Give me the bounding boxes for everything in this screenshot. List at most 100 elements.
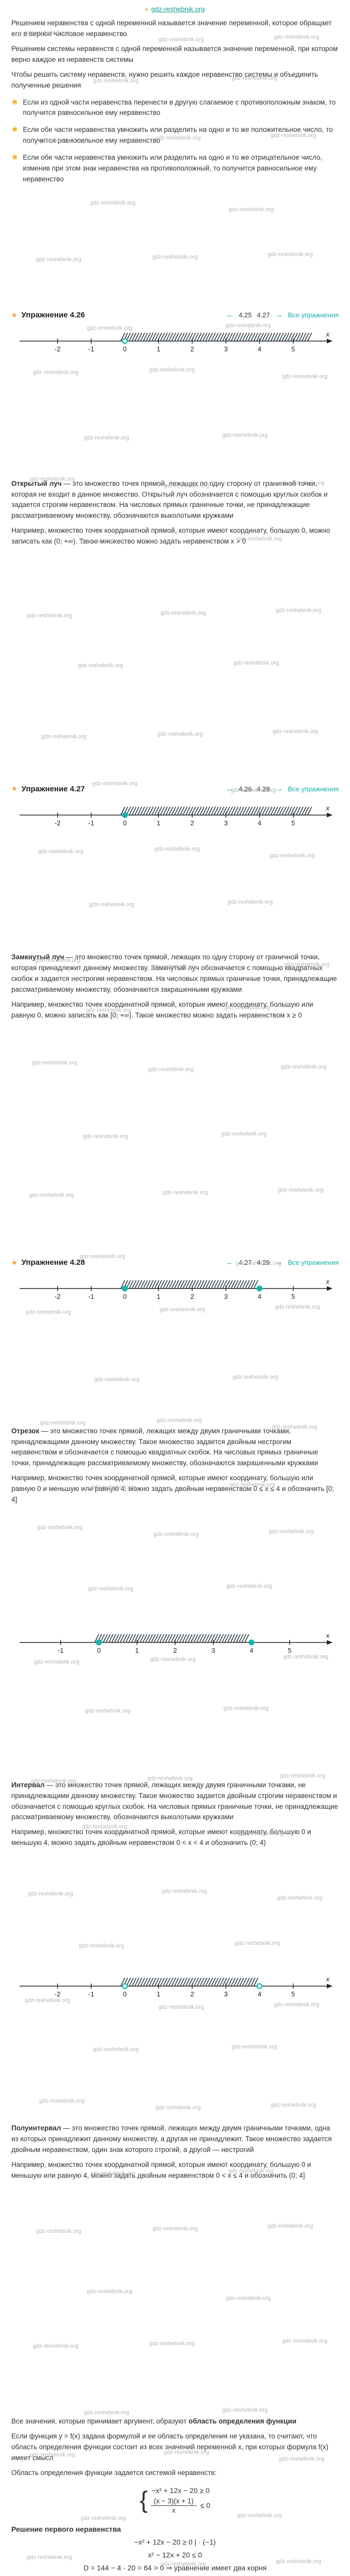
prev-exercise-link[interactable]: 4.27 — [238, 1259, 252, 1267]
prev-exercise-arrow-icon[interactable]: ← — [225, 1258, 234, 1267]
next-exercise-arrow-icon[interactable]: → — [275, 311, 283, 320]
concept-definition: Интервал — это множество точек прямой, л… — [11, 1780, 339, 1823]
concept-term: Открытый луч — [11, 479, 62, 487]
svg-text:2: 2 — [190, 1990, 194, 1998]
fraction: (x − 3)(x + 1)x — [150, 2497, 197, 2514]
exercise-428-header: ★ Упражнение 4.28 ← 4.27 4.29 → Все упра… — [11, 1258, 339, 1267]
intro-paragraph-1: Решением неравенства с одной переменной … — [11, 19, 332, 38]
concept-example: Например, множество точек координатной п… — [11, 2160, 311, 2179]
open-ray-section: Открытый луч — это множество точек прямо… — [11, 474, 339, 552]
concept-term: Интервал — [11, 1781, 45, 1789]
math-line: −x² + 12x − 20 ≥ 0 | · (−1) — [134, 2537, 216, 2546]
svg-text:x: x — [326, 1278, 330, 1285]
next-exercise-link[interactable]: 4.27 — [257, 311, 270, 319]
svg-text:1: 1 — [156, 1293, 160, 1300]
all-exercises-link[interactable]: Все упражнения — [288, 1259, 339, 1267]
concept-term: Замкнутый луч — [11, 953, 64, 961]
inequality-system: { −x² + 12x − 20 ≥ 0 (x − 3)(x + 1)x ≤ 0 — [11, 2484, 339, 2517]
system-intro: Область определения функции задается сис… — [11, 2468, 217, 2477]
concept-definition-text: — это множество точек прямой, лежащих по… — [11, 479, 328, 520]
svg-text:x: x — [326, 330, 330, 338]
top-bar: ● gdz-reshebnik.org — [11, 0, 339, 14]
exercise-icon: ★ — [11, 1258, 18, 1266]
svg-text:5: 5 — [291, 345, 295, 353]
exercise-title-group: ★ Упражнение 4.27 — [11, 785, 85, 793]
next-exercise-link[interactable]: 4.29 — [257, 1259, 270, 1267]
svg-text:3: 3 — [224, 1293, 227, 1300]
system-rows: −x² + 12x − 20 ≥ 0 (x − 3)(x + 1)x ≤ 0 — [150, 2484, 211, 2517]
svg-text:5: 5 — [288, 1647, 291, 1654]
rule-item-3: ∗ Если обе части неравенства умножить ил… — [11, 152, 339, 185]
svg-text:-2: -2 — [55, 345, 61, 353]
site-link[interactable]: gdz-reshebnik.org — [151, 5, 205, 13]
exercise-title-group: ★ Упражнение 4.26 — [11, 311, 85, 319]
rule-item-1: ∗ Если из одной части неравенства перене… — [11, 97, 339, 119]
solution-section: Все значения, которые принимает аргумент… — [11, 2412, 339, 2576]
svg-text:1: 1 — [156, 819, 160, 827]
exercise-427-header: ★ Упражнение 4.27 ← 4.26 4.28 → Все упра… — [11, 785, 339, 793]
segment-section: Отрезок — это множество точек прямой, ле… — [11, 1422, 339, 1510]
exercise-nav: ← 4.25 4.27 → Все упражнения — [226, 311, 339, 319]
concept-definition: Полуинтервал — это множество точек прямо… — [11, 2123, 339, 2156]
svg-text:4: 4 — [258, 1293, 261, 1300]
svg-text:-1: -1 — [88, 345, 94, 353]
next-exercise-link[interactable]: 4.28 — [257, 785, 270, 793]
all-exercises-link[interactable]: Все упражнения — [288, 785, 339, 793]
concept-definition: Отрезок — это множество точек прямой, ле… — [11, 1426, 339, 1469]
exercise-title-group: ★ Упражнение 4.28 — [11, 1258, 85, 1267]
concept-definition-text: — это множество точек прямой, лежащих по… — [11, 953, 337, 993]
rule-text: Если из одной части неравенства перенест… — [23, 98, 336, 117]
svg-text:-2: -2 — [55, 1990, 61, 1998]
svg-text:-1: -1 — [88, 1293, 94, 1300]
exercise-title: Упражнение 4.28 — [21, 1258, 85, 1267]
domain-note: Если функция y = f(x) задана формулой и … — [11, 2432, 328, 2462]
svg-text:-1: -1 — [88, 819, 94, 827]
first-inequality-heading: Решение первого неравенства — [11, 2524, 121, 2533]
closed-ray-section: Замкнутый луч — это множество точек прям… — [11, 948, 339, 1025]
svg-text:4: 4 — [250, 1647, 253, 1654]
svg-text:0: 0 — [123, 819, 127, 827]
system-brace: { — [139, 2486, 148, 2513]
svg-text:3: 3 — [212, 1647, 215, 1654]
domain-definition-term: область определения функции — [188, 2417, 296, 2426]
svg-text:2: 2 — [190, 819, 194, 827]
svg-text:2: 2 — [190, 1293, 194, 1300]
exercise-nav: ← 4.26 4.28 → Все упражнения — [226, 785, 339, 793]
all-exercises-link[interactable]: Все упражнения — [288, 311, 339, 319]
intro-paragraph-3: Чтобы решить систему неравенств, нужно р… — [11, 70, 318, 89]
rule-text: Если обе части неравенства умножить или … — [23, 154, 323, 183]
concept-example: Например, множество точек координатной п… — [11, 1000, 313, 1019]
prev-exercise-link[interactable]: 4.25 — [238, 311, 252, 319]
exercise-title: Упражнение 4.26 — [21, 311, 85, 320]
prev-exercise-link[interactable]: 4.26 — [238, 785, 252, 793]
svg-text:3: 3 — [224, 1990, 227, 1998]
concept-example: Например, множество точек координатной п… — [11, 527, 330, 546]
bullet-icon: ∗ — [11, 125, 19, 134]
svg-text:3: 3 — [224, 345, 227, 353]
svg-text:-2: -2 — [55, 819, 61, 827]
exercise-icon: ★ — [11, 311, 18, 319]
svg-text:1: 1 — [156, 1990, 160, 1998]
exercise-title: Упражнение 4.27 — [21, 784, 85, 793]
math-line: D = 144 − 4 · 20 = 64 > 0 ⇒ уравнение им… — [83, 2563, 267, 2572]
next-exercise-arrow-icon[interactable]: → — [275, 1258, 283, 1267]
svg-text:-2: -2 — [55, 1293, 61, 1300]
prev-exercise-arrow-icon[interactable]: ← — [225, 311, 234, 320]
svg-text:4: 4 — [258, 819, 261, 827]
prev-exercise-arrow-icon[interactable]: ← — [225, 784, 234, 793]
next-exercise-arrow-icon[interactable]: → — [275, 784, 283, 793]
rule-text: Если обе части неравенства умножить или … — [23, 126, 333, 145]
svg-text:-1: -1 — [58, 1647, 64, 1654]
concept-term: Полуинтервал — [11, 2124, 61, 2132]
svg-text:-1: -1 — [88, 1990, 94, 1998]
svg-text:5: 5 — [291, 819, 295, 827]
